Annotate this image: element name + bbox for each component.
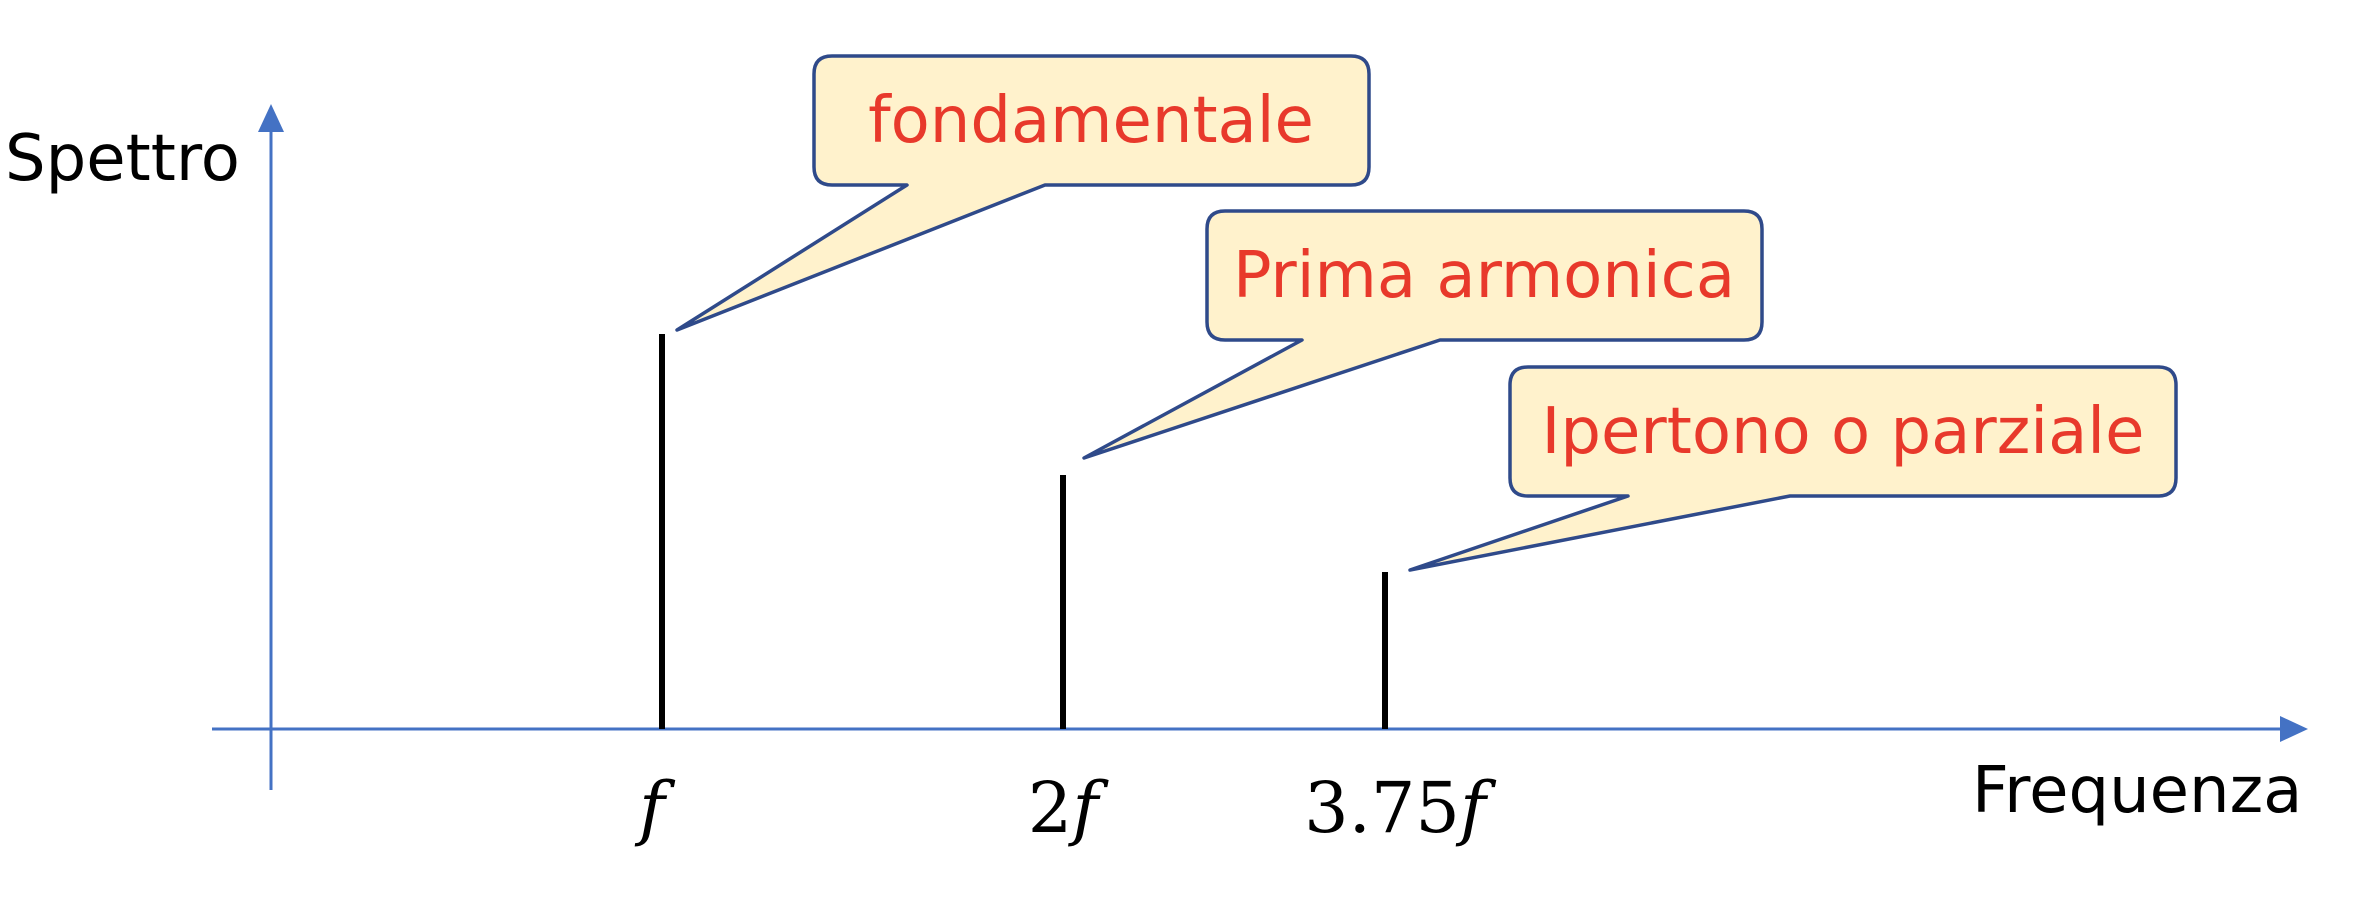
callout-bubble: [1408, 365, 2178, 572]
y-axis-label: Spettro: [5, 122, 240, 196]
callout-prima-armonica: Prima armonica: [1082, 209, 1764, 460]
callout-label: Ipertono o parziale: [1542, 395, 2145, 469]
y-axis-arrow-icon: [258, 104, 284, 132]
callout-label: Prima armonica: [1233, 239, 1735, 313]
callout-label: fondamentale: [868, 84, 1314, 158]
x-axis-arrow-icon: [2280, 716, 2308, 742]
tick-label-f: f: [634, 767, 676, 849]
callout-bubble: [1082, 209, 1764, 460]
axes: [212, 104, 2308, 790]
tick-label-3-75f: 3.75f: [1304, 767, 1497, 849]
callout-ipertono: Ipertono o parziale: [1408, 365, 2178, 572]
callout-fondamentale: fondamentale: [675, 54, 1371, 332]
x-axis-label: Frequenza: [1972, 754, 2302, 828]
spectral-lines: [659, 334, 1388, 729]
callout-bubble: [675, 54, 1371, 332]
tick-label-2f: 2f: [1028, 767, 1110, 849]
